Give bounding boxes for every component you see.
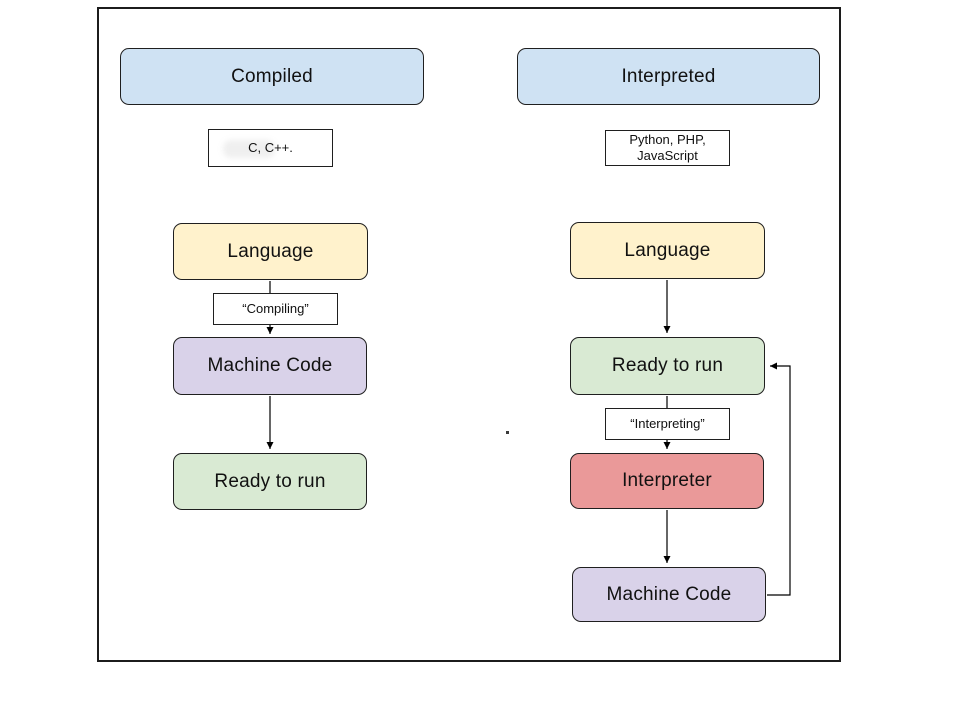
compiled-examples-box: C, C++. [208, 129, 333, 167]
interpreted-machine-code-node: Machine Code [572, 567, 766, 622]
interpreted-examples-line1: Python, PHP, [629, 132, 706, 147]
compiling-label: “Compiling” [242, 301, 309, 316]
interpreted-header-label: Interpreted [621, 65, 716, 87]
interpreter-label: Interpreter [622, 470, 712, 491]
compiled-machine-code-label: Machine Code [207, 355, 333, 376]
interpreted-ready-label: Ready to run [611, 355, 724, 376]
diagram-frame [97, 7, 841, 662]
compiled-header-label: Compiled [231, 65, 313, 87]
compiled-ready-label: Ready to run [214, 470, 326, 492]
compiled-language-label: Language [227, 240, 314, 262]
compiled-ready-node: Ready to run [173, 453, 367, 510]
compiled-examples-label: C, C++. [248, 140, 293, 155]
interpreting-label: “Interpreting” [630, 416, 705, 431]
erased-text-artifact [223, 140, 275, 158]
interpreting-label-box: “Interpreting” [605, 408, 730, 440]
interpreted-ready-node: Ready to run [570, 337, 765, 395]
compiled-language-node: Language [173, 223, 368, 280]
compiling-label-box: “Compiling” [213, 293, 338, 325]
compiled-machine-code-node: Machine Code [173, 337, 367, 395]
compiled-header-box: Compiled [120, 48, 424, 105]
interpreted-language-label: Language [624, 239, 711, 261]
interpreter-node: Interpreter [570, 453, 764, 509]
interpreted-machine-code-label: Machine Code [606, 583, 732, 605]
interpreted-examples-box: Python, PHP, JavaScript [605, 130, 730, 166]
stray-dot-artifact [506, 431, 509, 434]
interpreted-examples-line2: JavaScript [637, 148, 698, 163]
interpreted-header-box: Interpreted [517, 48, 820, 105]
interpreted-language-node: Language [570, 222, 765, 279]
